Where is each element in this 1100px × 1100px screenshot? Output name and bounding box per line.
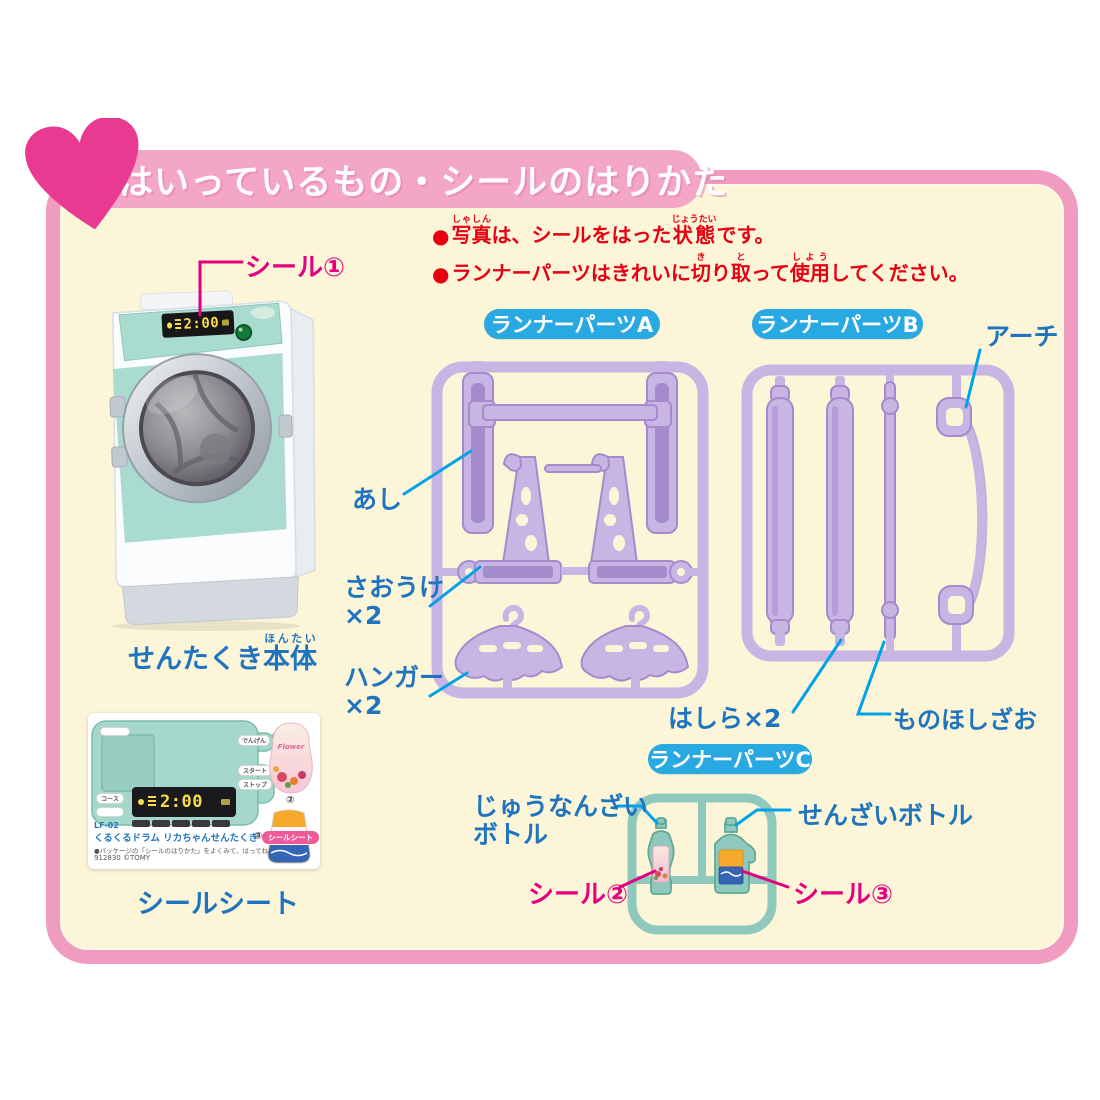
power-sticker-button: でんげん xyxy=(238,735,270,746)
machine-power-button xyxy=(235,324,253,342)
product-title: くるくるドラム リカちゃんせんたくきシールシート xyxy=(94,830,320,844)
sheet-display: 2:00 xyxy=(132,787,236,817)
model-number: LF-02 xyxy=(94,821,119,830)
display-dot-icon xyxy=(166,322,172,329)
marker-3: ③ xyxy=(254,831,263,842)
machine-caption: せんたくき本体ほんたい xyxy=(128,632,317,675)
sticker-sheet-card: でんげん ① スタート ストップ コース 2:00 Flower ② xyxy=(88,713,320,869)
marker-2: ② xyxy=(286,795,295,806)
sheet-button-row xyxy=(132,820,230,827)
heart-icon xyxy=(24,116,150,242)
notes-block: ● 写真しゃしん は、シールをはった 状態じょうたい です。 ● ランナーパーツ… xyxy=(432,210,969,286)
seal3-label: シール③ xyxy=(793,880,894,910)
sheet-display-time: 2:00 xyxy=(160,792,203,812)
machine-display: 2:00 xyxy=(161,310,235,338)
seal1-label: シール① xyxy=(245,253,346,283)
display-time: 2:00 xyxy=(183,314,220,333)
runner-a-sprue xyxy=(431,361,709,699)
mini-logo xyxy=(100,727,130,736)
junanzai-label: じゅうなんざい ボトル xyxy=(473,792,649,849)
copyright: 912830 ©TOMY xyxy=(94,854,151,862)
seal2-label: シール② xyxy=(528,880,629,910)
page-title: はいっているもの・シールのはりかた xyxy=(118,162,729,203)
note-line-2: ● ランナーパーツはきれいに 切き り 取と って 使用しよう してください。 xyxy=(432,253,969,286)
bullet-icon: ● xyxy=(432,224,450,248)
note-line-1: ● 写真しゃしん は、シールをはった 状態じょうたい です。 xyxy=(432,215,775,248)
ashi-label: あし xyxy=(352,485,403,514)
card-note: ●パッケージの「シールのはりかた」をよくみて、はってね。 xyxy=(94,847,275,855)
runner-b-sprue xyxy=(741,364,1015,662)
runner-c-badge: ランナーパーツC xyxy=(648,744,812,774)
arch-label: アーチ xyxy=(985,322,1059,351)
display-bars-icon xyxy=(148,796,156,808)
blank-sticker-button xyxy=(96,807,124,817)
softener-bottle xyxy=(647,817,675,895)
display-tag-icon xyxy=(222,319,230,326)
saouke-label: さおうけ ×2 xyxy=(344,573,445,630)
runner-a-badge: ランナーパーツA xyxy=(484,309,660,339)
runner-b-badge: ランナーパーツB xyxy=(752,309,923,339)
senzai-label: せんざいボトル xyxy=(798,801,974,830)
stop-sticker-button: ストップ xyxy=(238,779,272,790)
flower-brand-label: Flower xyxy=(277,743,305,751)
page-title-banner: はいっているもの・シールのはりかた xyxy=(62,150,727,208)
washing-machine-illustration xyxy=(109,290,316,631)
hashira-label: はしら×2 xyxy=(668,704,782,733)
start-sticker-button: スタート xyxy=(238,765,272,776)
sheet-badge: シールシート xyxy=(262,831,320,844)
hanger-label: ハンガー ×2 xyxy=(344,663,445,720)
detergent-bottle xyxy=(714,817,756,894)
display-dot-icon xyxy=(138,799,144,805)
sheet-caption: シールシート xyxy=(137,889,299,920)
course-sticker-button: コース xyxy=(96,793,124,804)
bullet-icon: ● xyxy=(432,262,450,286)
display-tag-icon xyxy=(221,799,230,805)
monohoshizao-label: ものほしざお xyxy=(893,706,1037,734)
flower-bottle-sticker xyxy=(269,722,313,794)
display-bars-icon xyxy=(174,318,181,332)
